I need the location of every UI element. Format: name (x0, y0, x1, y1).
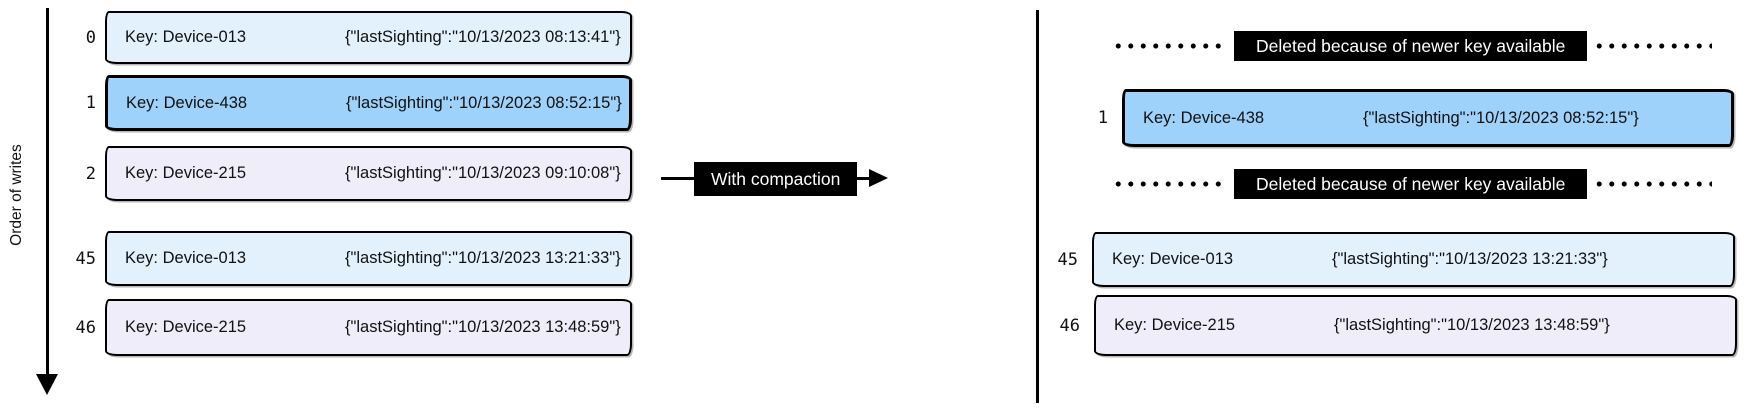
row-value: {"lastSighting":"10/13/2023 08:13:41"} (345, 28, 621, 46)
row-index: 45 (75, 248, 96, 269)
record-box: Key: Device-215 {"lastSighting":"10/13/2… (105, 299, 632, 356)
row-key: Key: Device-215 (125, 164, 247, 182)
row-key: Key: Device-013 (1112, 250, 1234, 268)
row-index: 45 (1057, 249, 1078, 270)
record-box: Key: Device-438 {"lastSighting":"10/13/2… (1122, 89, 1734, 147)
log-entry: 0 Key: Device-013 {"lastSighting":"10/13… (60, 11, 632, 64)
row-value: {"lastSighting":"10/13/2023 13:48:59"} (345, 318, 621, 336)
row-value: {"lastSighting":"10/13/2023 13:21:33"} (345, 249, 621, 267)
dotted-line-right (1593, 43, 1712, 49)
log-entry: 46 Key: Device-215 {"lastSighting":"10/1… (60, 299, 632, 356)
dotted-line-right (1593, 181, 1712, 187)
log-entry: 1 Key: Device-438 {"lastSighting":"10/13… (1068, 89, 1734, 147)
row-key: Key: Device-215 (125, 318, 247, 336)
row-index: 0 (85, 27, 96, 48)
deleted-label: Deleted because of newer key available (1234, 169, 1588, 199)
record-box: Key: Device-215 {"lastSighting":"10/13/2… (105, 146, 632, 201)
row-key: Key: Device-438 (1143, 108, 1265, 127)
compacted-log-axis-line (1036, 10, 1039, 403)
row-index: 46 (1059, 315, 1080, 336)
dotted-line-left (1112, 43, 1228, 49)
record-box: Key: Device-215 {"lastSighting":"10/13/2… (1094, 295, 1737, 356)
row-index: 2 (85, 163, 96, 184)
deleted-entry: Deleted because of newer key available (1112, 169, 1712, 199)
log-entry: 2 Key: Device-215 {"lastSighting":"10/13… (60, 146, 632, 201)
down-arrow-icon (36, 374, 58, 395)
record-box: Key: Device-013 {"lastSighting":"10/13/2… (1092, 232, 1735, 287)
order-of-writes-label: Order of writes (8, 144, 25, 246)
row-value: {"lastSighting":"10/13/2023 08:52:15"} (1363, 108, 1639, 127)
row-key: Key: Device-013 (125, 249, 247, 267)
with-compaction-label: With compaction (694, 162, 858, 196)
record-box: Key: Device-013 {"lastSighting":"10/13/2… (105, 11, 632, 64)
deleted-label: Deleted because of newer key available (1234, 31, 1588, 61)
row-value: {"lastSighting":"10/13/2023 08:52:15"} (346, 93, 622, 112)
row-index: 1 (1097, 108, 1108, 128)
right-arrow-icon (869, 169, 888, 187)
log-entry: 45 Key: Device-013 {"lastSighting":"10/1… (1038, 232, 1735, 287)
log-entry: 45 Key: Device-013 {"lastSighting":"10/1… (60, 231, 632, 286)
row-key: Key: Device-215 (1114, 316, 1236, 334)
row-value: {"lastSighting":"10/13/2023 13:48:59"} (1334, 316, 1610, 334)
order-axis-line (46, 8, 49, 376)
log-entry: 46 Key: Device-215 {"lastSighting":"10/1… (1040, 295, 1737, 356)
record-box: Key: Device-438 {"lastSighting":"10/13/2… (105, 75, 632, 131)
row-index: 46 (75, 317, 96, 338)
row-value: {"lastSighting":"10/13/2023 13:21:33"} (1332, 250, 1608, 268)
record-box: Key: Device-013 {"lastSighting":"10/13/2… (105, 231, 632, 286)
log-entry: 1 Key: Device-438 {"lastSighting":"10/13… (60, 75, 632, 131)
deleted-entry: Deleted because of newer key available (1112, 31, 1712, 61)
row-index: 1 (85, 93, 96, 113)
row-value: {"lastSighting":"10/13/2023 09:10:08"} (345, 164, 621, 182)
dotted-line-left (1112, 181, 1228, 187)
row-key: Key: Device-013 (125, 28, 247, 46)
row-key: Key: Device-438 (126, 93, 248, 112)
